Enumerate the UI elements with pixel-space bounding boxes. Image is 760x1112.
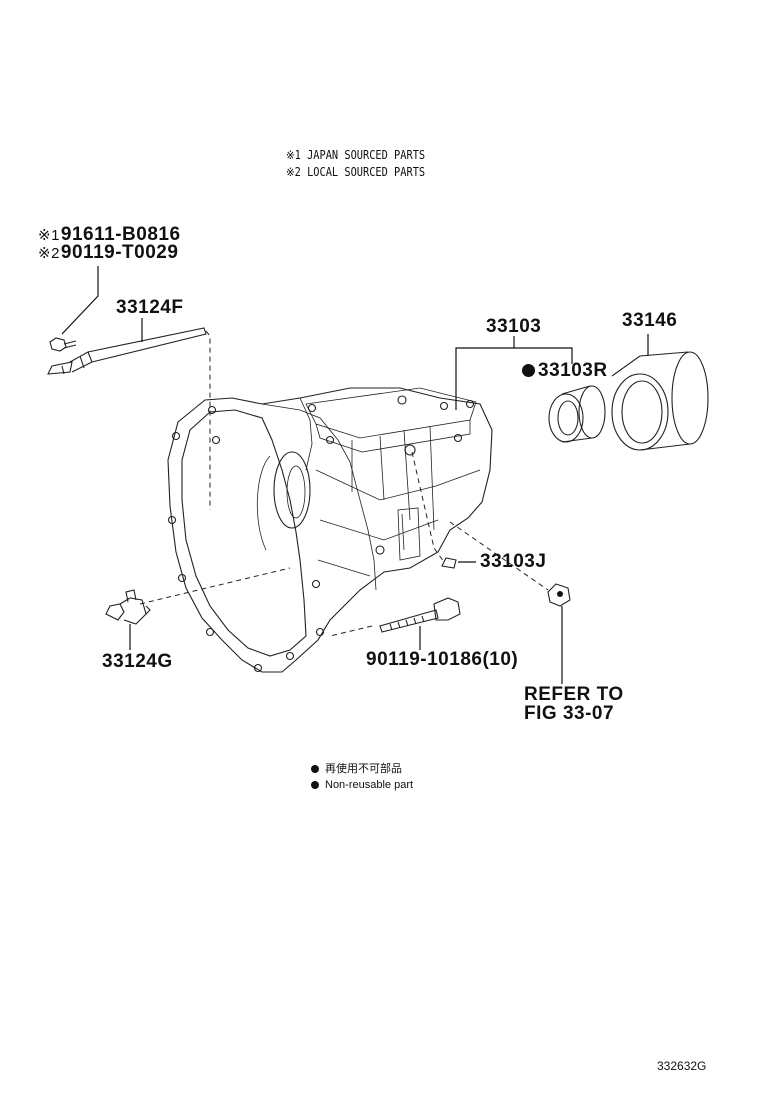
- shaft-drawing: [47, 327, 207, 375]
- non-reusable-marker: [522, 364, 535, 377]
- legend-dot-icon: [311, 765, 319, 774]
- part-label-bearing[interactable]: 33146: [622, 310, 678, 331]
- part-label-lever[interactable]: 33124G: [102, 651, 173, 672]
- small-bolt-drawing: [49, 337, 77, 352]
- bearing-drawing: [611, 351, 709, 451]
- legend-non-reusable-jp: 再使用不可部品: [311, 764, 402, 775]
- part-label-bolt-japan[interactable]: ※191611-B0816: [38, 225, 181, 244]
- part-number-33103r: 33103R: [538, 360, 608, 381]
- housing-drawing: [167, 387, 493, 673]
- note-japan-sourced: ※1 JAPAN SOURCED PARTS: [286, 148, 426, 162]
- lever-drawing: [105, 589, 151, 625]
- bolt-leader: [61, 266, 99, 335]
- figure-id: 332632G: [657, 1059, 707, 1073]
- shaft-dashed-guide: [205, 330, 211, 510]
- part-number-91611: 91611-B0816: [60, 224, 181, 245]
- pin-dashed-guide: [411, 451, 445, 563]
- case-bolt-drawing: [379, 597, 461, 633]
- mark-local: ※2: [38, 245, 60, 262]
- part-number-90119-t0029: 90119-T0029: [60, 242, 179, 263]
- note-local-sourced: ※2 LOCAL SOURCED PARTS: [286, 165, 426, 179]
- lever-dashed-guide: [139, 567, 291, 605]
- part-label-case-bolt[interactable]: 90119-10186(10): [366, 649, 519, 670]
- legend-jp-text: 再使用不可部品: [325, 763, 402, 775]
- plug-dashed-guide: [449, 521, 549, 591]
- part-label-shaft[interactable]: 33124F: [116, 297, 184, 318]
- refer-fig-label[interactable]: FIG 33-07: [524, 703, 615, 724]
- part-label-seal[interactable]: 33103R: [522, 361, 608, 380]
- pin-drawing: [441, 557, 457, 569]
- mark-japan: ※1: [38, 227, 60, 244]
- oil-seal-drawing: [548, 385, 606, 443]
- plug-drawing: [547, 583, 571, 607]
- refer-to-label[interactable]: REFER TO: [524, 684, 624, 705]
- part-label-bolt-local[interactable]: ※290119-T0029: [38, 243, 178, 262]
- case-bolt-dashed-guide: [329, 625, 373, 637]
- legend-dot-icon: [311, 781, 319, 790]
- legend-en-text: Non-reusable part: [325, 779, 414, 791]
- part-label-pin[interactable]: 33103J: [480, 551, 547, 572]
- part-label-housing[interactable]: 33103: [486, 316, 542, 337]
- legend-non-reusable-en: Non-reusable part: [311, 780, 413, 791]
